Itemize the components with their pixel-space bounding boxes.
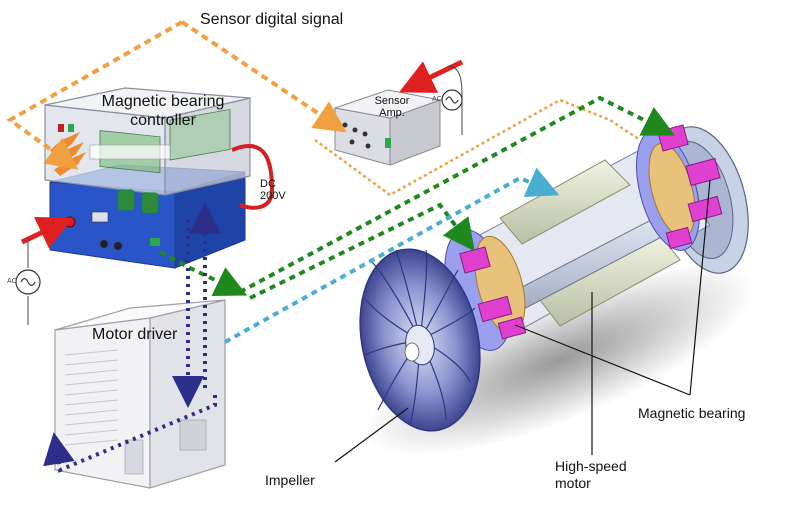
- motor-control-line: [224, 167, 560, 344]
- impeller-label: Impeller: [265, 472, 315, 488]
- high-speed-machine: [359, 124, 749, 432]
- high-speed-motor-label: High-speed motor: [555, 458, 627, 492]
- bearing-control-line: [249, 202, 475, 300]
- controller-label-line1: Magnetic bearing: [101, 93, 225, 110]
- sensor-feedback-line: [314, 98, 641, 197]
- ac-input-arrow: [398, 59, 464, 93]
- sensor-digital-signal-line: [6, 20, 183, 170]
- controller-button-icon: [141, 192, 159, 214]
- sensor-amplifier: [333, 89, 442, 166]
- sensor-amp-label-line1: Sensor: [374, 95, 410, 107]
- ac-right-wire: [447, 65, 463, 135]
- sensor-amp-label-line2: Amp.: [379, 107, 405, 119]
- high-speed-motor-label-line1: High-speed: [555, 458, 627, 474]
- ac-right-label: AC: [432, 96, 442, 103]
- magnetic-bearing-label: Magnetic bearing: [638, 405, 746, 421]
- stator-upper: [499, 159, 631, 245]
- controller-label-line2: controller: [130, 112, 196, 129]
- ac-left-label: AC: [7, 278, 17, 285]
- motor-driver-label: Motor driver: [92, 326, 178, 343]
- driver-signal-line: [43, 395, 217, 473]
- power-switch-icon: [64, 216, 76, 228]
- dc-power-cable: [231, 144, 275, 210]
- impeller-leader: [334, 407, 409, 463]
- ac-input-arrow: [20, 216, 74, 249]
- bearing-control-line: [239, 95, 676, 294]
- controller-button-icon: [117, 189, 135, 211]
- dc-label-line1: DC: [260, 178, 276, 190]
- sensor-digital-signal-line: [180, 20, 347, 133]
- dc-label-line2: 200V: [260, 190, 286, 202]
- controller-label: Magnetic bearing controller: [88, 92, 238, 130]
- dc-label: DC 200V: [260, 178, 286, 202]
- sensor-amp-label: Sensor Amp.: [362, 95, 422, 119]
- bearing-leader: [689, 179, 711, 396]
- sensor-signal-label: Sensor digital signal: [200, 11, 344, 28]
- rear-magnetic-bearing: [636, 124, 723, 251]
- impeller: [359, 248, 481, 432]
- bearing-leader: [514, 324, 691, 396]
- magnetic-bearing-controller: [44, 87, 251, 269]
- high-speed-motor-label-line2: motor: [555, 475, 591, 491]
